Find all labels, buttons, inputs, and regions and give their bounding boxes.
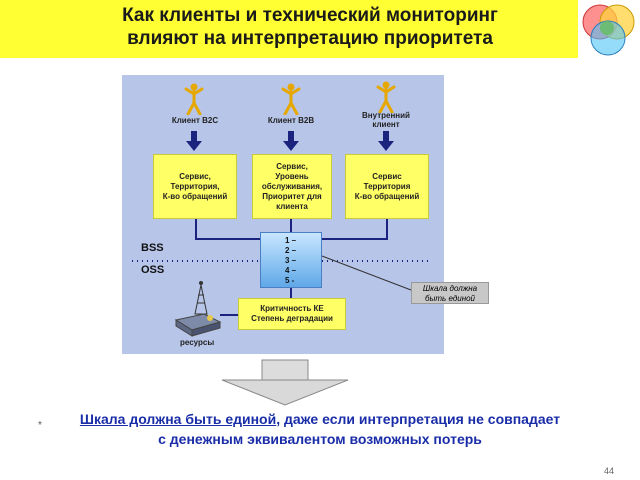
client-label-b2b: Клиент B2B [267,116,315,125]
person-icon-internal [376,81,396,113]
client-label-internal: Внутренний клиент [362,111,410,129]
title-line-1: Как клиенты и технический мониторинг [122,5,498,26]
service-box-b2c-text: Сервис, Территория, К-во обращений [162,171,228,201]
callout-note: Шкала должна быть единой [411,282,489,304]
service-box-internal: Сервис Территория К-во обращений [345,154,429,219]
footnote-mark: * [38,420,42,431]
service-box-b2b-text: Сервис, Уровень обслуживания, Приоритет … [261,161,323,211]
resources-label: ресурсы [180,338,215,347]
client-arrow-3 [378,131,394,151]
conclusion-underlined: Шкала должна быть единой [79,411,277,427]
priority-level-2: 2 – [285,246,297,255]
priority-level-4: 4 – [285,266,297,275]
person-icon-b2b [281,83,301,115]
callout-pointer [321,255,412,291]
page-number: 44 [604,466,615,476]
client-arrow-1 [186,131,202,151]
slide-title: Как клиенты и технический мониторинг вли… [0,4,620,50]
oss-label: OSS [141,264,165,276]
priority-level-5: 5 - [285,276,295,285]
client-label-b2c: Клиент B2C [171,116,219,125]
person-icon-b2c [184,83,204,115]
priority-level-1: 1 – [285,236,297,245]
criticality-box: Критичность КЕ Степень деградации [238,298,346,330]
connector-left [195,219,260,240]
title-band [0,0,578,58]
resources-icon [174,281,222,337]
service-box-b2c: Сервис, Территория, К-во обращений [153,154,237,219]
big-down-arrow [221,359,349,406]
conclusion-rest: , даже если интерпретация не совпадает [276,411,561,427]
connector-right [322,219,388,240]
conclusion-line-2: с денежным эквивалентом возможных потерь [158,431,482,447]
priority-level-3: 3 – [285,256,297,265]
venn-diagram-icon [582,4,635,56]
conclusion-text: Шкала должна быть единой, даже если инте… [0,409,640,449]
service-box-b2b: Сервис, Уровень обслуживания, Приоритет … [252,154,332,219]
client-arrow-2 [283,131,299,151]
priority-scale-box: 1 – 2 – 3 – 4 – 5 - [260,232,322,288]
bss-label: BSS [141,242,164,254]
criticality-box-text: Критичность КЕ Степень деградации [251,304,333,323]
service-box-internal-text: Сервис Территория К-во обращений [354,171,420,201]
title-line-2: влияют на интерпретацию приоритета [127,28,493,49]
